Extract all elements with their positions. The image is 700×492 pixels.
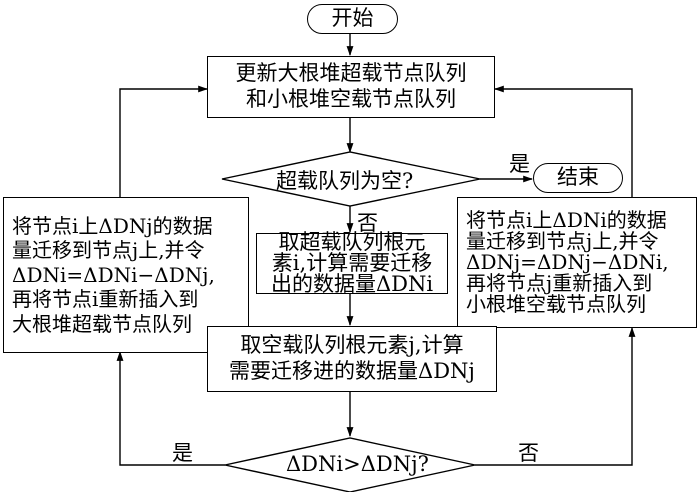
- end-label: 结束: [557, 165, 599, 190]
- edge-label-yes-left: 是: [172, 441, 193, 465]
- take-empty-root-box: 取空载队列根元素j,计算 需要迁移进的数据量ΔDNj: [207, 326, 497, 392]
- left-migrate-box: 将节点i上ΔDNj的数据 量迁移到节点j上,并令 ΔDNi=ΔDNi−ΔDNj,…: [3, 197, 249, 353]
- right-migrate-line-5: 小根堆空载节点队列: [466, 292, 646, 316]
- edge-label-yes-end: 是: [509, 152, 530, 176]
- left-migrate-line-2: 量迁移到节点j上,并令: [12, 238, 205, 263]
- edge-left-loop-to-update: [119, 85, 208, 197]
- compare-delta-text: ΔDNi>ΔDNj?: [286, 452, 429, 476]
- left-migrate-line-3: ΔDNi=ΔDNi−ΔDNj,: [12, 262, 215, 287]
- edge-compare-yes-left: [116, 351, 225, 466]
- right-migrate-line-1: 将节点i上ΔDNi的数据: [466, 208, 667, 232]
- right-migrate-line-2: 量迁移到节点j上,并令: [466, 229, 659, 253]
- take-overload-line-3: 出的数据量ΔDNi: [270, 272, 434, 296]
- right-migrate-line-4: 再将节点j重新插入到: [466, 271, 653, 295]
- update-queues-line-2: 和小根堆空载节点队列: [246, 87, 456, 111]
- update-queues-box: 更新大根堆超载节点队列 和小根堆空载节点队列: [207, 56, 495, 118]
- update-queues-line-1: 更新大根堆超载节点队列: [235, 61, 467, 86]
- edge-right-loop-to-update: [494, 85, 633, 197]
- take-empty-line-1: 取空载队列根元素j,计算: [240, 333, 464, 358]
- left-migrate-line-4: 再将节点i重新插入到: [12, 287, 199, 312]
- compare-delta-label: ΔDNi>ΔDNj?: [286, 452, 429, 476]
- check-overload-empty-label: 超载队列为空?: [276, 169, 414, 193]
- edge-compare-no-right: [475, 327, 636, 466]
- left-migrate-line-5: 大根堆超载节点队列: [12, 311, 192, 336]
- right-migrate-box: 将节点i上ΔDNi的数据 量迁移到节点j上,并令 ΔDNj=ΔDNj−ΔDNi,…: [457, 197, 697, 328]
- decision-overload-empty: [221, 151, 481, 207]
- take-overload-root-box: 取超载队列根元 素i,计算需要迁移 出的数据量ΔDNi: [256, 230, 448, 296]
- check-overload-empty-text: 超载队列为空?: [276, 165, 413, 195]
- start-label: 开始: [331, 6, 374, 31]
- take-overload-line-1: 取超载队列根元: [278, 230, 426, 254]
- left-migrate-line-1: 将节点i上ΔDNj的数据: [12, 214, 213, 239]
- start-terminal: 开始: [307, 4, 398, 34]
- edge-label-no-right: 否: [518, 441, 539, 465]
- take-overload-line-2: 素i,计算需要迁移: [271, 251, 433, 275]
- end-terminal: 结束: [533, 163, 623, 193]
- edge-label-no-down: 否: [357, 211, 378, 235]
- take-empty-line-2: 需要迁移进的数据量ΔDNj: [229, 359, 475, 383]
- decision-compare-delta: [224, 437, 476, 492]
- right-migrate-line-3: ΔDNj=ΔDNj−ΔDNi,: [466, 250, 669, 274]
